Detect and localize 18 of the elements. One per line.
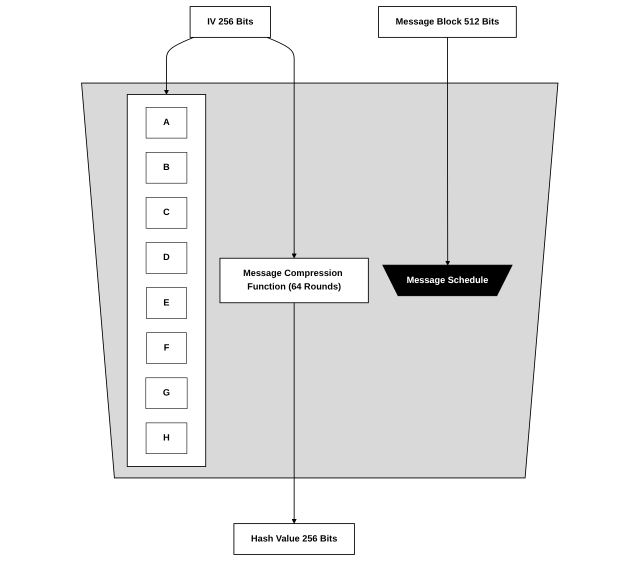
arrow [292, 302, 297, 524]
arrow [266, 36, 297, 258]
arrow [164, 36, 194, 95]
node-box: Hash Value 256 Bits [234, 523, 356, 555]
node-box: Message Block 512 Bits [378, 6, 517, 38]
node-box: C [146, 197, 188, 229]
node-box: A [146, 107, 188, 138]
cluster [127, 94, 206, 467]
node-box: B [146, 152, 188, 184]
node-box: IV 256 Bits [190, 6, 272, 38]
node-box: E [146, 287, 188, 319]
node-box: Message Compression Function (64 Rounds) [220, 258, 369, 304]
arrow [445, 36, 450, 266]
node-box: D [146, 242, 188, 274]
cluster [81, 82, 559, 478]
node-box: F [146, 332, 187, 364]
node-box: G [146, 378, 188, 409]
node-box: H [146, 422, 188, 454]
